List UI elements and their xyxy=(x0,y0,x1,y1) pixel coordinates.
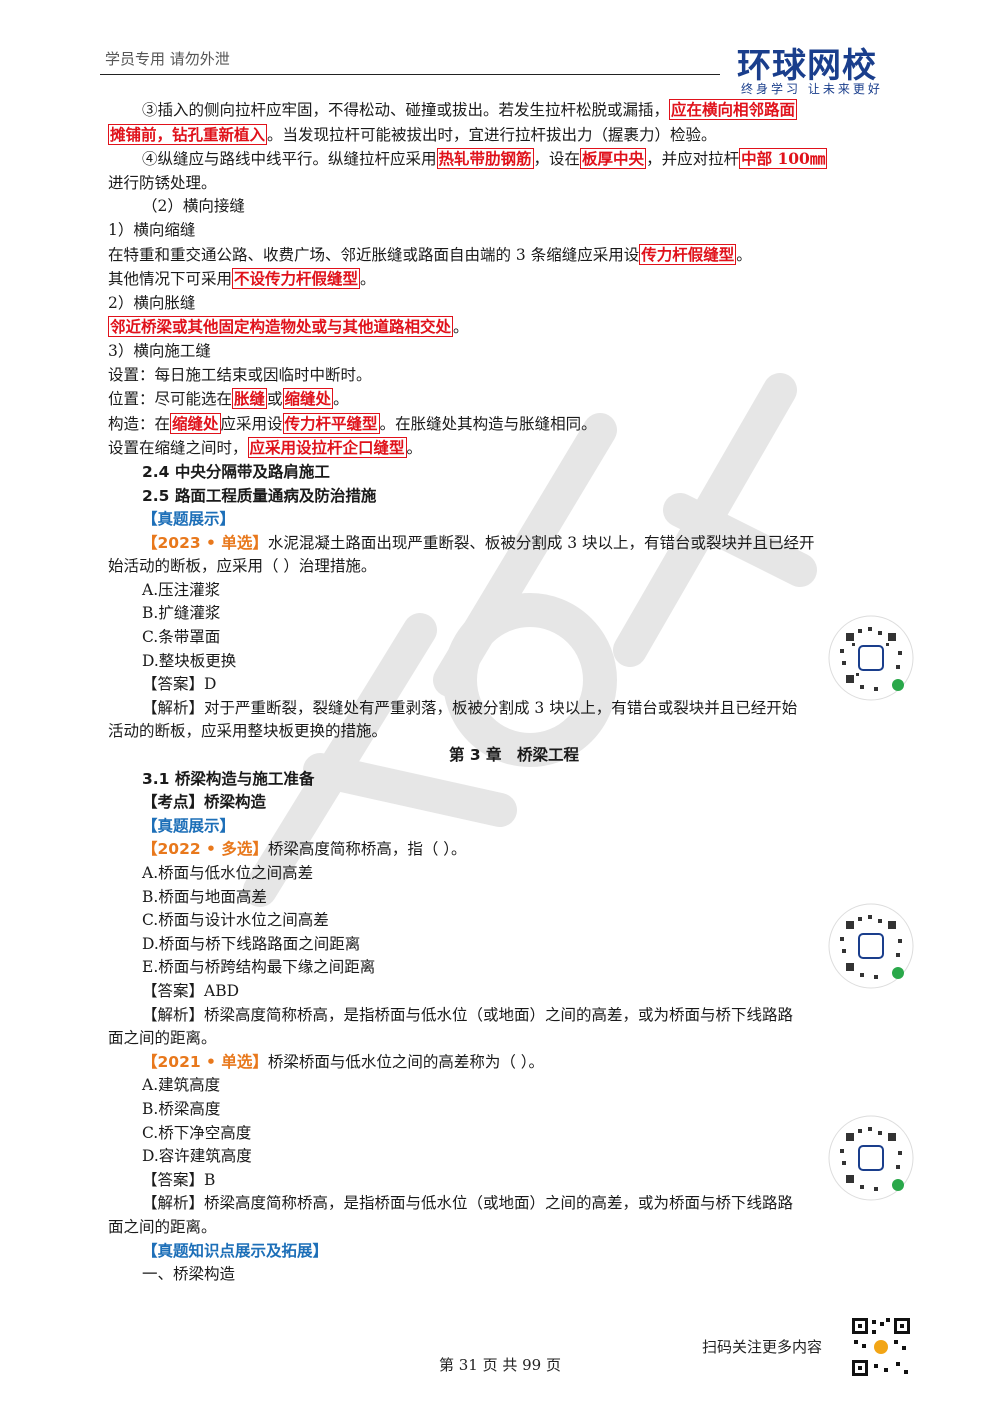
analysis: 【解析】对于严重断裂，裂缝处有严重剥落，板被分割成 3 块以上，有错台或裂块并且… xyxy=(142,698,798,717)
analysis: 【解析】桥梁高度简称桥高，是指桥面与低水位（或地面）之间的高差，或为桥面与桥下线… xyxy=(142,1194,794,1213)
subheading: 一、桥梁构造 xyxy=(142,1265,236,1284)
section-heading: 2.5 路面工程质量通病及防治措施 xyxy=(142,486,377,505)
question-option: D.整块板更换 xyxy=(142,651,237,670)
page-number: 第 31 页 共 99 页 xyxy=(438,1356,561,1374)
topic-label: 【考点】桥梁构造 xyxy=(142,793,267,812)
analysis: 面之间的距离。 xyxy=(108,1029,217,1048)
question-option: A.建筑高度 xyxy=(142,1076,221,1095)
mini-program-qr-icon[interactable] xyxy=(828,1115,914,1201)
text-line: 进行防锈处理。 xyxy=(108,173,217,192)
question-option: D.桥面与桥下线路路面之间距离 xyxy=(142,934,361,953)
text-line: 设置：每日施工结束或因临时中断时。 xyxy=(108,365,372,384)
question-option: B.桥面与地面高差 xyxy=(142,887,267,906)
answer: 【答案】B xyxy=(142,1170,216,1189)
exam-label: 【真题展示】 xyxy=(142,510,236,529)
text-line: 邻近桥梁或其他固定构造物处或与其他道路相交处。 xyxy=(108,316,469,338)
document-body: ③插入的侧向拉杆应牢固，不得松动、碰撞或拔出。若发生拉杆松脱或漏插，应在横向相邻… xyxy=(108,98,920,1287)
qr-caption: 扫码关注更多内容 xyxy=(702,1338,823,1356)
section-heading: 2.4 中央分隔带及路肩施工 xyxy=(142,462,330,481)
exam-label: 【真题展示】 xyxy=(142,816,236,835)
question-stem: 【2021 • 单选】桥梁桥面与低水位之间的高差称为（ ）。 xyxy=(142,1052,545,1071)
text-line: 摊铺前，钻孔重新植入。当发现拉杆可能被拔出时，宜进行拉杆拔出力（握裹力）检验。 xyxy=(108,123,717,145)
question-option: D.容许建筑高度 xyxy=(142,1147,252,1166)
analysis: 活动的断板，应采用整块板更换的措施。 xyxy=(108,722,388,741)
analysis: 【解析】桥梁高度简称桥高，是指桥面与低水位（或地面）之间的高差，或为桥面与桥下线… xyxy=(142,1005,794,1024)
text-line: ③插入的侧向拉杆应牢固，不得松动、碰撞或拔出。若发生拉杆松脱或漏插，应在横向相邻… xyxy=(142,99,798,120)
header-divider xyxy=(100,74,720,75)
question-stem: 【2022 • 多选】桥梁高度简称桥高，指（ ）。 xyxy=(142,840,467,859)
subheading: （2）横向接缝 xyxy=(142,197,245,216)
answer: 【答案】D xyxy=(142,675,217,694)
question-option: B.扩缝灌浆 xyxy=(142,604,221,623)
subheading: 3）横向施工缝 xyxy=(108,341,211,360)
question-option: B.桥梁高度 xyxy=(142,1099,221,1118)
question-option: C.桥面与设计水位之间高差 xyxy=(142,911,329,930)
subheading: 1）横向缩缝 xyxy=(108,220,196,239)
logo-slogan: 终身学习 让未来更好 xyxy=(741,82,883,96)
question-option: A.桥面与低水位之间高差 xyxy=(142,864,314,882)
text-line: ④纵缝应与路线中线平行。纵缝拉杆应采用热轧带肋钢筋，设在板厚中央，并应对拉杆中部… xyxy=(142,148,828,170)
mini-program-qr-icon[interactable] xyxy=(828,903,914,989)
exam-label: 【真题知识点展示及拓展】 xyxy=(142,1241,329,1260)
text-line: 构造：在缩缝处应采用设传力杆平缝型。在胀缝处其构造与胀缝相同。 xyxy=(108,412,597,434)
section-heading: 3.1 桥梁构造与施工准备 xyxy=(142,769,315,788)
subheading: 2）横向胀缝 xyxy=(108,293,196,312)
question-stem: 【2023 • 单选】水泥混凝土路面出现严重断裂、板被分割成 3 块以上，有错台… xyxy=(142,533,815,552)
header-notice: 学员专用 请勿外泄 xyxy=(105,50,230,68)
text-line: 在特重和重交通公路、收费广场、邻近胀缝或路面自由端的 3 条缩缝应采用设传力杆假… xyxy=(108,243,752,265)
text-line: 位置：尽可能选在胀缝或缩缝处。 xyxy=(108,388,349,410)
question-stem: 始活动的断板，应采用（ ）治理措施。 xyxy=(108,557,377,576)
footer-qr-code-icon[interactable] xyxy=(850,1316,912,1378)
question-option: C.条带罩面 xyxy=(142,628,221,647)
question-option: E.桥面与桥跨结构最下缘之间距离 xyxy=(142,958,376,977)
analysis: 面之间的距离。 xyxy=(108,1217,217,1236)
question-option: A.压注灌浆 xyxy=(142,580,221,599)
question-option: C.桥下净空高度 xyxy=(142,1123,252,1142)
logo-text: 环球网校 xyxy=(737,46,877,86)
mini-program-qr-icon[interactable] xyxy=(828,615,914,701)
text-line: 其他情况下可采用不设传力杆假缝型。 xyxy=(108,268,376,290)
text-line: 设置在缩缝之间时，应采用设拉杆企口缝型。 xyxy=(108,437,423,459)
chapter-title: 第 3 章 桥梁工程 xyxy=(448,746,580,765)
answer: 【答案】ABD xyxy=(142,981,240,1000)
brand-logo: 环球网校 终身学习 让未来更好 xyxy=(737,38,917,98)
watermark-graphic xyxy=(243,373,817,907)
